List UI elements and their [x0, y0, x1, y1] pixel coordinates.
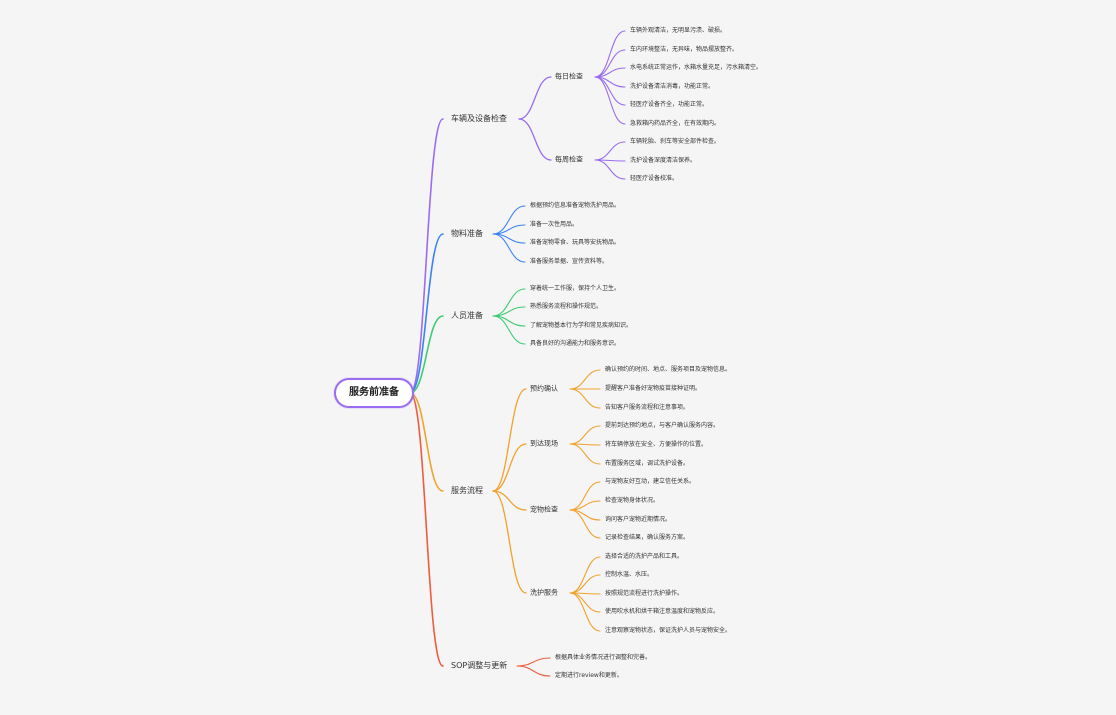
- subbranch-link: [492, 490, 527, 511]
- leaf-link: [492, 315, 526, 345]
- leaf-node[interactable]: 了解宠物基本行为学和常见疾病知识。: [530, 322, 633, 329]
- leaf-node[interactable]: 轻医疗设备校准。: [630, 175, 679, 182]
- root-node[interactable]: 服务前准备: [334, 378, 414, 408]
- leaf-node[interactable]: 检查宠物身体状况。: [605, 497, 660, 504]
- leaf-node[interactable]: 准备服务单据、宣传资料等。: [530, 258, 609, 265]
- subbranch-node[interactable]: 每周检查: [555, 155, 583, 164]
- leaf-node[interactable]: 根据预约信息准备宠物洗护用品。: [530, 202, 621, 209]
- leaf-node[interactable]: 布置服务区域，调试洗护设备。: [605, 460, 690, 467]
- leaf-link: [492, 233, 526, 263]
- leaf-node[interactable]: 洗护设备清洁消毒，功能正常。: [630, 83, 715, 90]
- subbranch-link: [492, 388, 527, 492]
- leaf-node[interactable]: 注意观察宠物状态，保证洗护人员与宠物安全。: [605, 627, 732, 634]
- leaf-link: [569, 481, 601, 511]
- leaf-link: [569, 592, 601, 613]
- leaf-node[interactable]: 控制水温、水压。: [605, 571, 654, 578]
- leaf-link: [569, 509, 601, 539]
- leaf-link: [594, 159, 626, 180]
- leaf-node[interactable]: 熟悉服务流程和操作规范。: [530, 303, 603, 310]
- leaf-node[interactable]: 轻医疗设备齐全，功能正常。: [630, 101, 709, 108]
- leaf-node[interactable]: 穿着统一工作服，保持个人卫生。: [530, 285, 621, 292]
- leaf-node[interactable]: 根据具体业务情况进行调整和完善。: [555, 654, 652, 661]
- leaf-node[interactable]: 确认预约的时间、地点、服务项目及宠物信息。: [605, 366, 732, 373]
- leaf-node[interactable]: 告知客户服务流程和注意事项。: [605, 404, 690, 411]
- leaf-link: [594, 141, 626, 161]
- leaf-link: [569, 556, 601, 594]
- leaf-link: [594, 30, 626, 78]
- leaf-node[interactable]: 将车辆停放在安全、方便操作的位置。: [605, 441, 708, 448]
- leaf-node[interactable]: 准备宠物零食、玩具等安抚物品。: [530, 239, 621, 246]
- leaf-node[interactable]: 提前到达预约地点，与客户确认服务内容。: [605, 422, 720, 429]
- subbranch-link: [518, 76, 552, 120]
- leaf-node[interactable]: 车内环境整洁，无异味，物品摆放整齐。: [630, 46, 739, 53]
- leaf-node[interactable]: 使用吹水机和烘干箱注意温度和宠物反应。: [605, 608, 720, 615]
- leaf-node[interactable]: 具备良好的沟通能力和服务意识。: [530, 340, 621, 347]
- leaf-node[interactable]: 车辆外观清洁，无明显污渍、破损。: [630, 27, 727, 34]
- subbranch-node[interactable]: 到达现场: [530, 439, 558, 448]
- leaf-node[interactable]: 提醒客户准备好宠物疫苗接种证明。: [605, 385, 702, 392]
- branch-node[interactable]: 人员准备: [451, 311, 483, 320]
- leaf-node[interactable]: 询问客户宠物近期情况。: [605, 516, 672, 523]
- leaf-node[interactable]: 洗护设备深度清洁保养。: [630, 157, 697, 164]
- leaf-node[interactable]: 按照规范流程进行洗护操作。: [605, 590, 684, 597]
- subbranch-node[interactable]: 洗护服务: [530, 588, 558, 597]
- leaf-node[interactable]: 急救箱内药品齐全，在有效期内。: [630, 120, 721, 127]
- leaf-link: [516, 665, 551, 677]
- subbranch-link: [492, 443, 527, 492]
- subbranch-link: [518, 118, 552, 161]
- leaf-link: [594, 76, 626, 125]
- branch-node[interactable]: 服务流程: [451, 486, 483, 495]
- branch-link: [409, 118, 444, 394]
- branch-link: [409, 392, 444, 492]
- leaf-link: [569, 592, 601, 632]
- leaf-node[interactable]: 准备一次性用品。: [530, 221, 579, 228]
- leaf-node[interactable]: 与宠物友好互动，建立信任关系。: [605, 478, 696, 485]
- leaf-node[interactable]: 车辆轮胎、刹车等安全部件检查。: [630, 138, 721, 145]
- leaf-link: [569, 388, 601, 409]
- branch-node[interactable]: 车辆及设备检查: [451, 114, 507, 123]
- branch-node[interactable]: SOP调整与更新: [451, 661, 508, 670]
- leaf-link: [492, 205, 526, 235]
- leaf-link: [569, 425, 601, 445]
- branch-link: [409, 233, 444, 394]
- subbranch-link: [492, 490, 527, 594]
- subbranch-node[interactable]: 预约确认: [530, 384, 558, 393]
- leaf-link: [569, 574, 601, 594]
- subbranch-node[interactable]: 宠物检查: [530, 505, 558, 514]
- leaf-node[interactable]: 记录检查结果，确认服务方案。: [605, 534, 690, 541]
- leaf-link: [569, 369, 601, 390]
- leaf-node[interactable]: 水电系统正常运作，水箱水量充足，污水箱清空。: [630, 64, 763, 71]
- subbranch-node[interactable]: 每日检查: [555, 72, 583, 81]
- branch-link: [409, 392, 444, 667]
- leaf-node[interactable]: 定期进行review和更新。: [555, 672, 623, 679]
- leaf-node[interactable]: 选择合适的洗护产品和工具。: [605, 553, 684, 560]
- leaf-link: [569, 443, 601, 465]
- branch-link: [409, 315, 444, 394]
- branch-node[interactable]: 物料准备: [451, 229, 483, 238]
- leaf-link: [516, 657, 551, 667]
